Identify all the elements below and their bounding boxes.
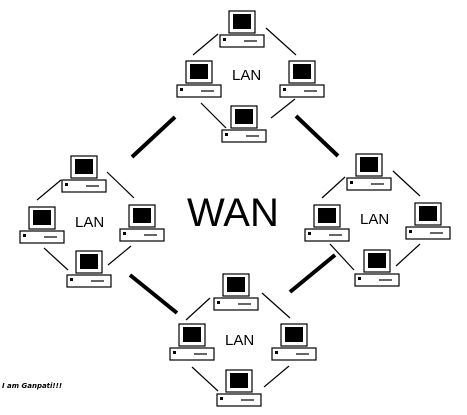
wan-link-top-right [294, 114, 340, 158]
lan-left-link [36, 179, 62, 201]
wan-link-right-bottom [288, 253, 337, 294]
computer-icon [213, 273, 259, 311]
lan-right-link [329, 243, 355, 271]
computer-icon [271, 323, 317, 361]
lan-top-link [270, 98, 296, 119]
lan-left-link [43, 247, 69, 271]
lan-right: LAN [304, 153, 451, 287]
lan-top-link [200, 102, 227, 129]
lan-label: LAN [360, 211, 389, 228]
computer-icon [354, 249, 400, 287]
computer-icon [216, 369, 262, 407]
lan-bottom-link [261, 292, 291, 319]
lan-left-link [107, 245, 132, 266]
lan-label: LAN [75, 214, 104, 231]
lan-right-link [321, 176, 346, 199]
lan-top-link [265, 27, 297, 56]
lan-left: LAN [19, 155, 165, 288]
computer-icon [304, 204, 350, 242]
computer-icon [66, 250, 112, 288]
computer-icon [119, 204, 165, 242]
lan-right-link [395, 243, 421, 267]
signature-text: I am Ganpati!!! [2, 382, 62, 390]
computer-icon [169, 323, 215, 361]
computer-icon [19, 206, 65, 244]
lan-left-link [106, 171, 135, 199]
computer-icon [405, 202, 451, 240]
wan-link-left-bottom [128, 273, 179, 315]
computer-icon [279, 60, 325, 98]
lan-bottom: LAN [169, 273, 317, 407]
lan-top-link [192, 33, 219, 56]
lan-bottom-link [185, 297, 211, 321]
lan-label: LAN [225, 332, 254, 349]
lan-bottom-link [191, 366, 219, 392]
computer-icon [346, 153, 392, 191]
computer-icon [219, 10, 265, 48]
lan-top: LAN [176, 10, 325, 143]
lan-bottom-link [263, 365, 290, 388]
wan-link-top-left [130, 115, 177, 159]
computer-icon [61, 155, 107, 193]
lan-label: LAN [232, 67, 261, 84]
computer-icon [176, 60, 222, 98]
wan-label: WAN [187, 191, 279, 235]
wan-links [128, 114, 340, 315]
computer-icon [221, 105, 267, 143]
lan-right-link [392, 170, 421, 197]
